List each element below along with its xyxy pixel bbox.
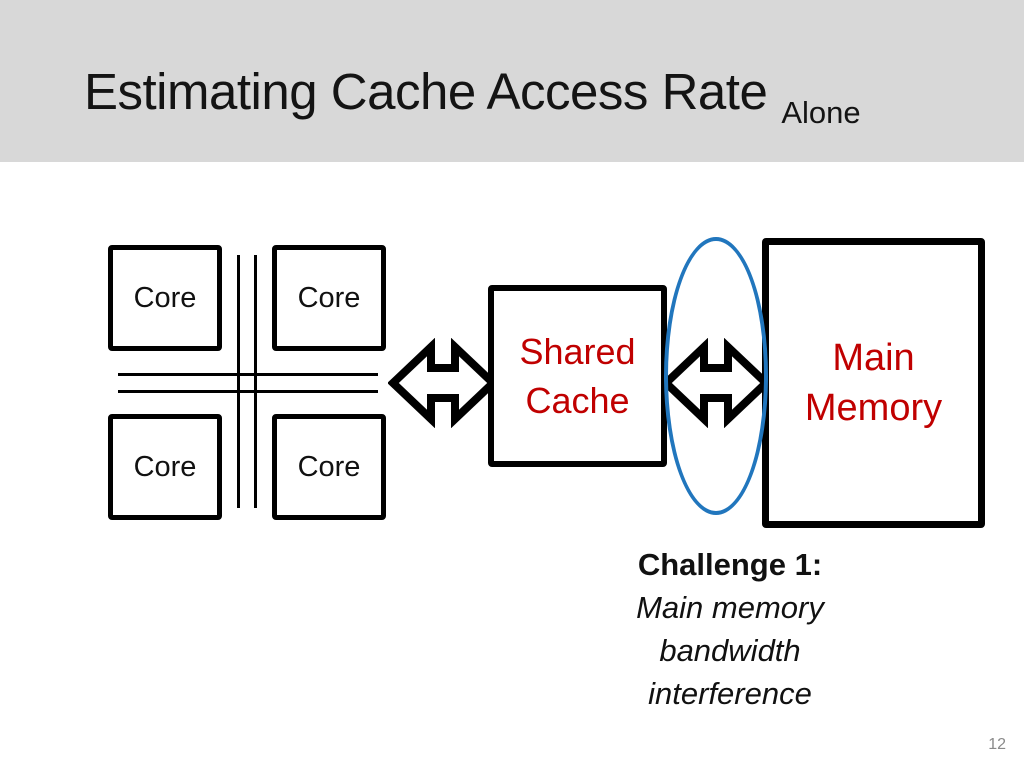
challenge-callout: Challenge 1: Main memory bandwidth inter… [562,543,898,715]
challenge-line: Main memory [636,590,824,625]
main-memory-label-line1: Main [832,337,915,379]
left-right-arrow-icon [388,338,498,428]
shared-cache-label-line1: Shared [519,331,636,372]
challenge-line: bandwidth [659,633,801,668]
core-label: Core [133,281,197,314]
interconnect-hline-1 [118,373,378,376]
main-memory-label-line2: Memory [804,387,943,429]
core-label: Core [297,450,361,483]
shared-cache-box: Shared Cache [488,285,667,467]
core-label: Core [133,450,197,483]
core-box-bottom-right: Core [272,414,386,520]
page-title-main: Estimating Cache Access Rate [84,63,768,120]
core-label: Core [297,281,361,314]
core-box-top-right: Core [272,245,386,351]
interconnect-vline-2 [254,255,257,508]
challenge-heading: Challenge 1: [637,547,823,582]
interconnect-vline-1 [237,255,240,508]
challenge-line: interference [648,676,812,711]
page-title-suffix: Alone [781,95,861,130]
page-number: 12 [988,736,1006,753]
emphasis-ellipse [664,237,768,515]
core-box-bottom-left: Core [108,414,222,520]
interconnect-hline-2 [118,390,378,393]
header-band [0,0,1024,162]
main-memory-box: Main Memory [762,238,985,528]
shared-cache-label-line2: Cache [525,380,630,421]
core-box-top-left: Core [108,245,222,351]
